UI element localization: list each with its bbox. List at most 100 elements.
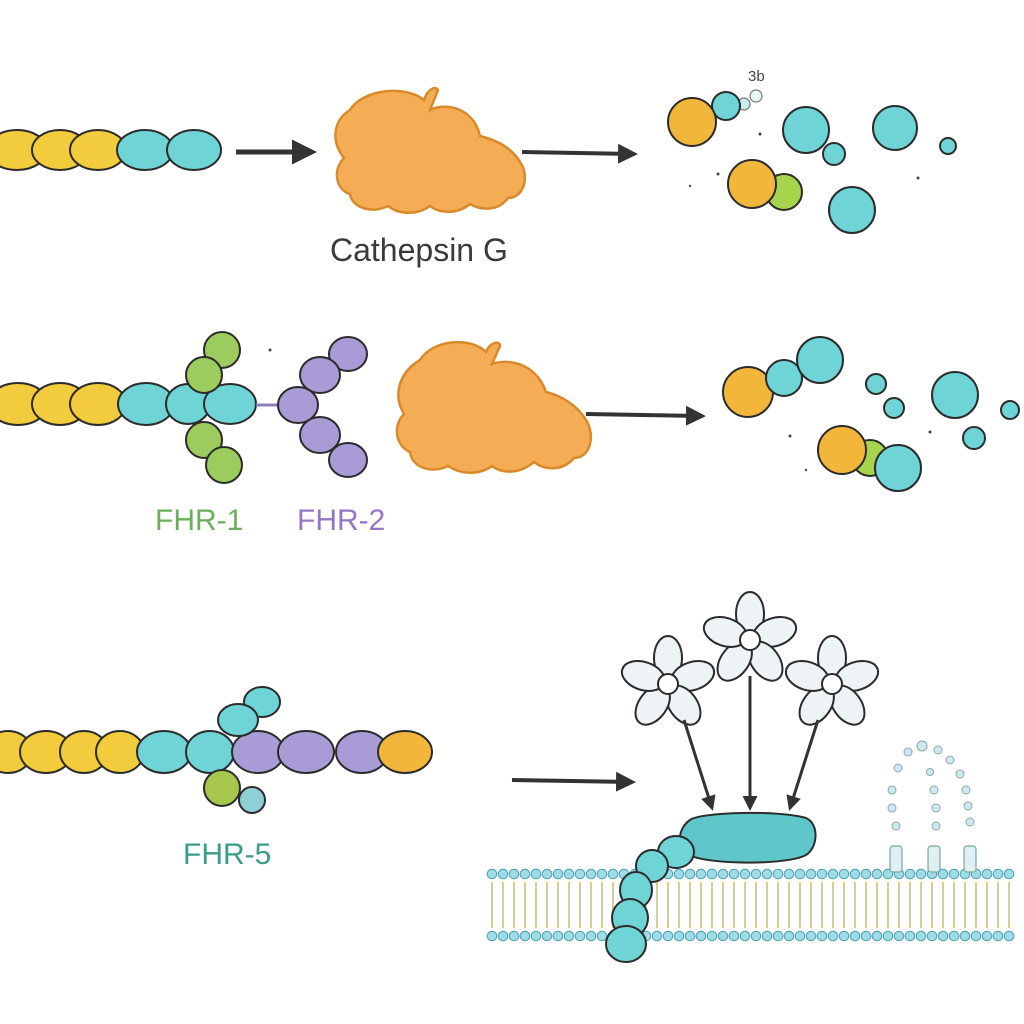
fragment-3b-label: 3b (748, 68, 765, 85)
lipid-head (871, 930, 883, 942)
lipid-head (783, 868, 795, 880)
lipid-head (937, 868, 949, 880)
fragment-bead (939, 137, 957, 155)
lipid-head (739, 868, 751, 880)
lipid-head (508, 868, 520, 880)
lipid-head (486, 868, 498, 880)
lipid-head (541, 930, 553, 942)
fragment-bead (822, 142, 846, 166)
lipid-head (706, 930, 718, 942)
lipid-head (717, 930, 729, 942)
lipid-head (530, 868, 542, 880)
lipid-head (783, 930, 795, 942)
lipid-head (882, 930, 894, 942)
row1-factor-h-chain (0, 129, 222, 171)
lipid-head (827, 868, 839, 880)
speck (916, 176, 920, 180)
lipid-head (860, 930, 872, 942)
speck (268, 348, 272, 352)
lipid-head (937, 930, 949, 942)
lipid-head (706, 868, 718, 880)
lipid-head (1003, 930, 1015, 942)
lipid-head (981, 868, 993, 880)
lipid-head (750, 868, 762, 880)
lipid-head (574, 868, 586, 880)
lipid-head (794, 868, 806, 880)
cathepsin-g-enzyme-icon (334, 86, 527, 214)
fragment-bead (749, 89, 763, 103)
arrow-3 (585, 405, 706, 426)
lipid-head (728, 868, 740, 880)
flower-ligand-icon (620, 635, 716, 726)
lipid-head (684, 930, 696, 942)
flower-ligand-icon (784, 635, 880, 726)
lipid-head (717, 868, 729, 880)
lipid-head (794, 930, 806, 942)
lipid-head (838, 868, 850, 880)
lipid-head (519, 868, 531, 880)
fragment-bead (711, 91, 741, 121)
lipid-head (970, 930, 982, 942)
lipid-head (904, 930, 916, 942)
released-particles (887, 740, 975, 831)
lipid-head (585, 868, 597, 880)
arrow-flower-3 (786, 719, 820, 811)
lipid-head (772, 930, 784, 942)
lipid-head (816, 930, 828, 942)
fragment-bead (667, 97, 717, 147)
arrow-flower-1 (682, 719, 716, 811)
arrow-4 (511, 771, 636, 792)
lipid-head (662, 930, 674, 942)
membrane-bound-complex (605, 811, 817, 963)
fhr-5-label: FHR-5 (183, 838, 272, 871)
lipid-head (750, 930, 762, 942)
lipid-head (651, 930, 663, 942)
lipid-head (948, 930, 960, 942)
lipid-head (497, 930, 509, 942)
lipid-head (695, 930, 707, 942)
lipid-head (849, 868, 861, 880)
lipid-head (684, 868, 696, 880)
lipid-head (728, 930, 740, 942)
ccp-domain-teal (166, 129, 222, 171)
lipid-head (541, 868, 553, 880)
lipid-head (915, 868, 927, 880)
row2-factor-h-chain (0, 382, 257, 426)
fragment-bead (782, 106, 830, 154)
fragment-bead (828, 186, 876, 234)
lipid-head (673, 930, 685, 942)
lipid-head (926, 930, 938, 942)
fhr-2-label: FHR-2 (297, 504, 386, 537)
lipid-head (981, 930, 993, 942)
lipid-head (838, 930, 850, 942)
lipid-head (893, 930, 905, 942)
fhr-1-label: FHR-1 (155, 504, 244, 537)
row2-cleaved-fragments (722, 336, 1020, 492)
lipid-head (695, 868, 707, 880)
lipid-head (915, 930, 927, 942)
lipid-head (739, 930, 751, 942)
lipid-bilayer-membrane-icon (486, 868, 1015, 942)
lipid-head (574, 930, 586, 942)
lipid-head (827, 930, 839, 942)
lipid-head (959, 930, 971, 942)
fhr-1-dimer (185, 331, 243, 484)
lipid-head (519, 930, 531, 942)
cathepsin-g-enzyme-icon (395, 340, 593, 474)
cathepsin-g-label: Cathepsin G (330, 232, 508, 268)
membrane-channels (889, 845, 977, 873)
lipid-head (871, 868, 883, 880)
lipid-head (607, 868, 619, 880)
lipid-head (948, 868, 960, 880)
speck (716, 172, 720, 176)
lipid-head (563, 868, 575, 880)
lipid-head (530, 930, 542, 942)
lipid-head (761, 930, 773, 942)
lipid-head (508, 930, 520, 942)
lipid-head (761, 868, 773, 880)
lipid-head (596, 930, 608, 942)
lipid-head (552, 930, 564, 942)
fhr-2-dimer (277, 336, 368, 478)
lipid-head (992, 930, 1004, 942)
